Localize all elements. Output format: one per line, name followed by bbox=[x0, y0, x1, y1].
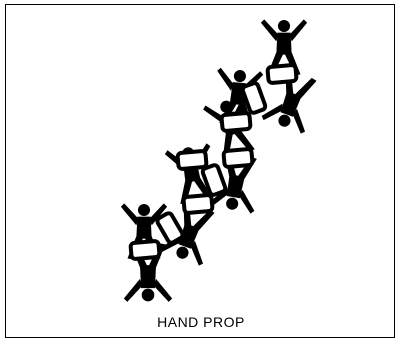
grip-3 bbox=[183, 195, 212, 213]
grip-8 bbox=[221, 113, 250, 131]
grip-6 bbox=[177, 151, 206, 169]
grip-9 bbox=[267, 65, 296, 83]
caption: HAND PROP bbox=[0, 314, 402, 330]
grip-2 bbox=[156, 212, 184, 244]
grip-5 bbox=[223, 149, 252, 167]
grip-1 bbox=[130, 241, 159, 259]
